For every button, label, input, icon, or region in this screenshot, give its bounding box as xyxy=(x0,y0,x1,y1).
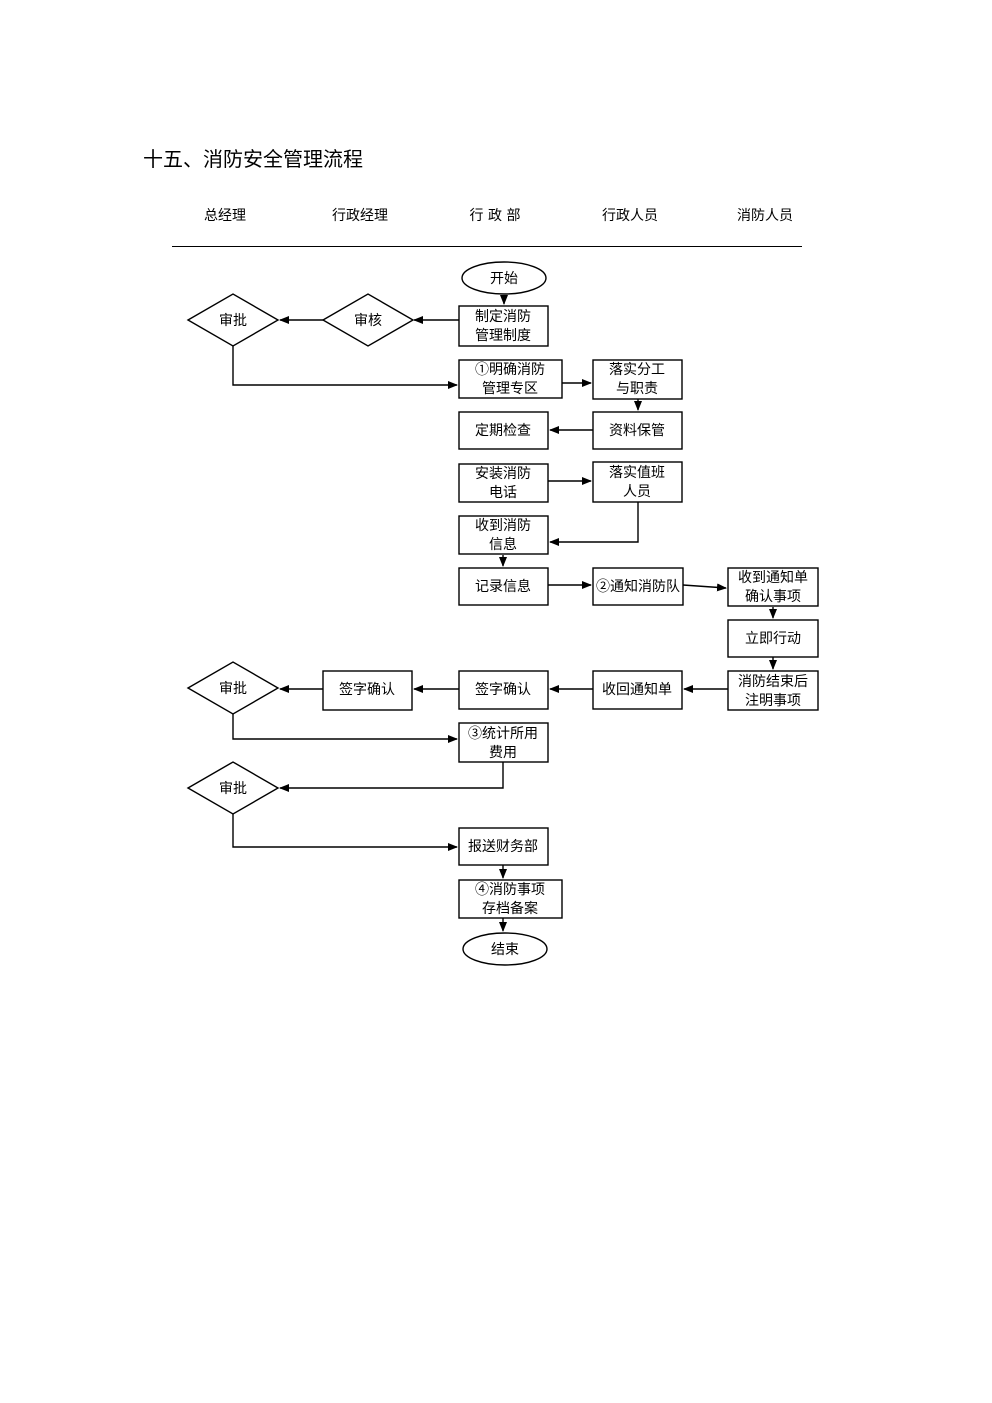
node-data-keep: 资料保管 xyxy=(592,411,683,450)
node-approve-1-label: 审批 xyxy=(219,313,247,329)
node-after-fire-line1: 消防结束后 xyxy=(738,674,808,690)
node-archive: ④消防事项 存档备案 xyxy=(458,879,563,919)
node-record-info-label: 记录信息 xyxy=(475,578,531,595)
node-sign-admin-label: 签字确认 xyxy=(475,681,531,698)
node-notify-team-label: ②通知消防队 xyxy=(596,578,680,595)
node-act-now-label: 立即行动 xyxy=(745,631,801,647)
node-assign-duty: 落实分工 与职责 xyxy=(592,359,683,400)
connectors xyxy=(232,295,777,932)
node-retrieve-notice: 收回通知单 xyxy=(592,670,683,710)
node-send-finance-label: 报送财务部 xyxy=(468,839,538,855)
node-stat-cost-line1: ③统计所用 xyxy=(468,726,538,742)
arrow-approve2-to-cost xyxy=(232,714,458,743)
node-define-zone-line1: ①明确消防 xyxy=(475,362,545,378)
node-install-phone: 安装消防 电话 xyxy=(458,463,549,503)
node-archive-line2: 存档备案 xyxy=(482,900,538,917)
lane-general-manager: 总经理 xyxy=(204,208,246,224)
arrow-approve-to-zone xyxy=(232,346,458,389)
node-define-zone: ①明确消防 管理专区 xyxy=(458,359,563,399)
lane-admin-dept: 行 政 部 xyxy=(469,208,521,224)
node-receive-info-line1: 收到消防 xyxy=(475,518,531,534)
node-sign-manager: 签字确认 xyxy=(322,670,413,711)
node-archive-line1: ④消防事项 xyxy=(475,882,545,898)
arrow-cost-to-approve3 xyxy=(279,762,504,792)
node-end-label: 结束 xyxy=(491,942,519,958)
node-approve-2: 审批 xyxy=(186,661,280,715)
arrow-staff-to-receive xyxy=(549,502,639,546)
node-assign-duty-line2: 与职责 xyxy=(616,381,658,397)
node-sign-manager-label: 签字确认 xyxy=(339,681,395,698)
node-make-rules-line1: 制定消防 xyxy=(475,309,531,325)
node-after-fire-line2: 注明事项 xyxy=(745,693,801,709)
node-start-label: 开始 xyxy=(490,271,518,287)
node-record-info: 记录信息 xyxy=(458,567,549,606)
node-receive-notice: 收到通知单 确认事项 xyxy=(727,567,819,607)
node-send-finance: 报送财务部 xyxy=(458,827,549,866)
node-start: 开始 xyxy=(461,261,547,295)
node-review: 审核 xyxy=(321,293,415,347)
node-approve-1: 审批 xyxy=(186,293,280,347)
node-duty-staff-line2: 人员 xyxy=(623,484,651,500)
node-duty-staff: 落实值班 人员 xyxy=(592,461,683,503)
node-data-keep-label: 资料保管 xyxy=(609,423,665,439)
node-sign-admin: 签字确认 xyxy=(458,670,549,710)
node-define-zone-line2: 管理专区 xyxy=(482,381,538,397)
node-after-fire: 消防结束后 注明事项 xyxy=(727,670,819,711)
node-receive-info: 收到消防 信息 xyxy=(458,515,549,555)
lane-admin-manager: 行政经理 xyxy=(332,208,388,224)
node-review-label: 审核 xyxy=(354,313,382,329)
page-title: 十五、消防安全管理流程 xyxy=(143,147,363,171)
node-install-phone-line2: 电话 xyxy=(489,485,517,501)
node-stat-cost-line2: 费用 xyxy=(489,745,517,761)
arrow-notify-to-receive-notice xyxy=(682,583,727,592)
node-regular-check-label: 定期检查 xyxy=(475,423,531,439)
lane-fire-staff: 消防人员 xyxy=(737,208,793,224)
node-install-phone-line1: 安装消防 xyxy=(475,466,531,482)
node-approve-3: 审批 xyxy=(186,761,280,815)
node-retrieve-notice-label: 收回通知单 xyxy=(602,681,672,698)
node-receive-notice-line1: 收到通知单 xyxy=(738,569,808,586)
lane-admin-staff: 行政人员 xyxy=(602,208,658,224)
node-receive-info-line2: 信息 xyxy=(489,536,517,553)
node-stat-cost: ③统计所用 费用 xyxy=(458,722,549,763)
node-make-rules: 制定消防 管理制度 xyxy=(458,305,549,347)
node-assign-duty-line1: 落实分工 xyxy=(609,362,665,378)
node-act-now: 立即行动 xyxy=(727,619,819,658)
node-make-rules-line2: 管理制度 xyxy=(475,328,531,344)
node-duty-staff-line1: 落实值班 xyxy=(609,465,665,481)
node-receive-notice-line2: 确认事项 xyxy=(745,589,801,605)
node-end: 结束 xyxy=(462,932,548,966)
node-regular-check: 定期检查 xyxy=(458,411,549,450)
node-notify-team: ②通知消防队 xyxy=(592,567,684,606)
node-approve-3-label: 审批 xyxy=(219,781,247,797)
lane-divider xyxy=(172,246,802,247)
node-approve-2-label: 审批 xyxy=(219,681,247,697)
arrow-approve3-to-finance xyxy=(232,814,458,851)
